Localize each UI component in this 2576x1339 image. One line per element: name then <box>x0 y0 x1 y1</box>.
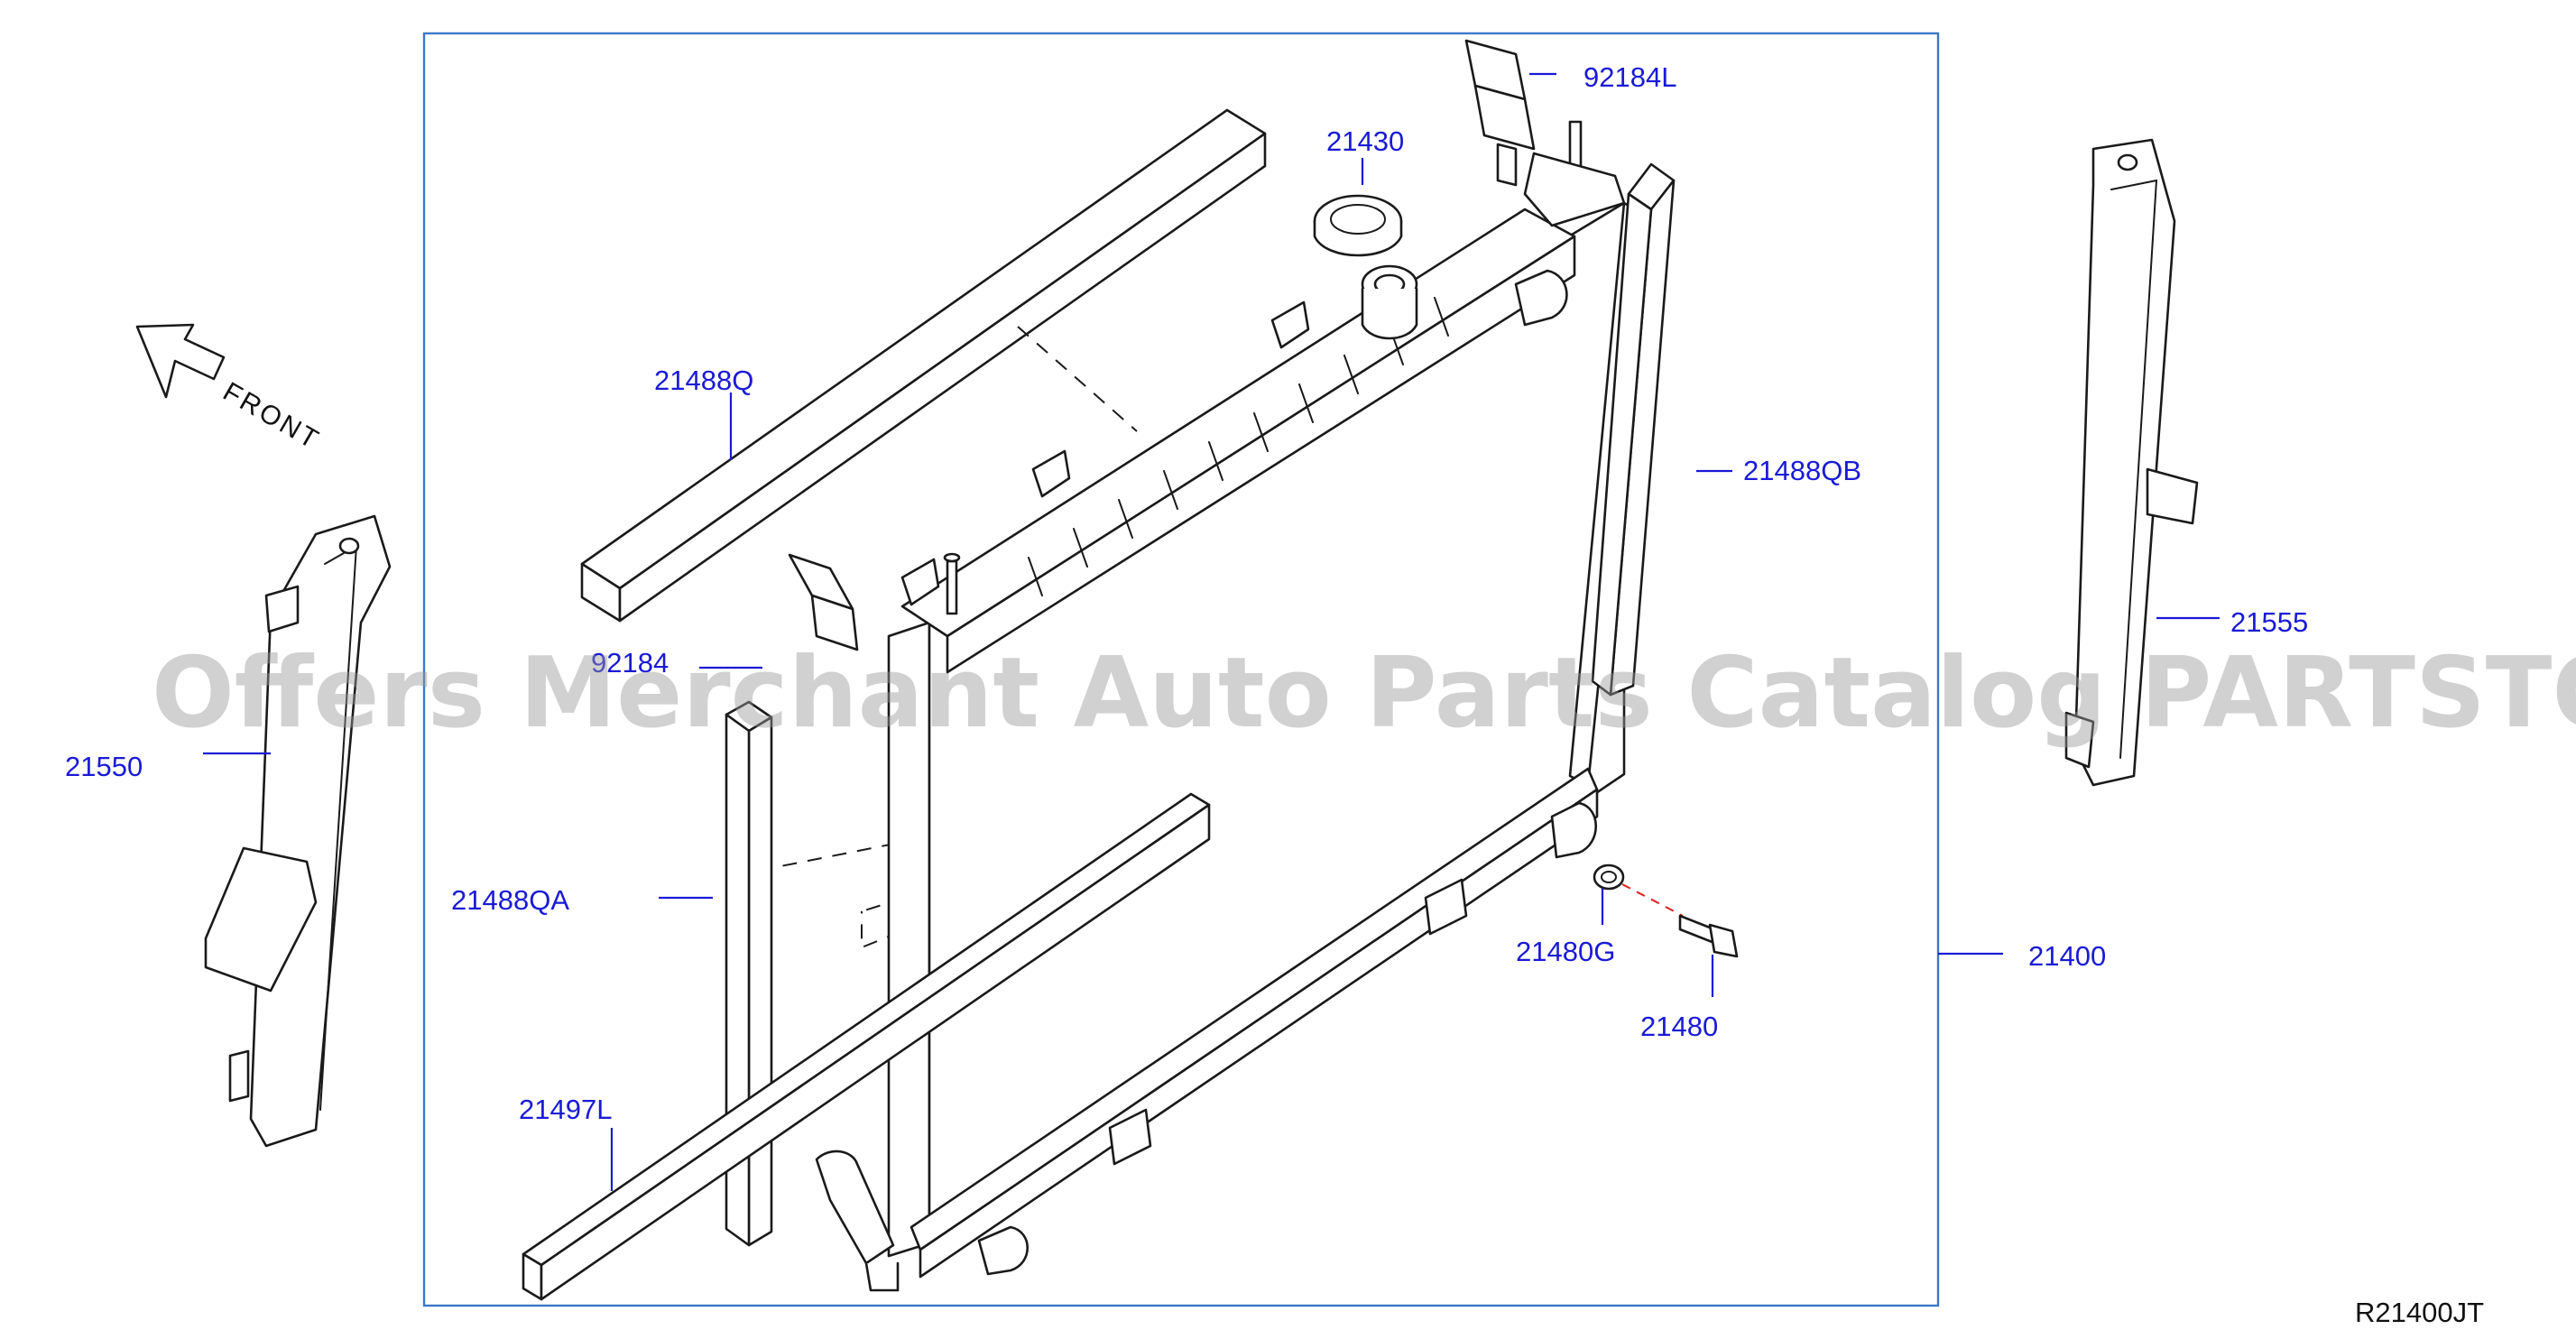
left-bracket <box>204 514 392 1148</box>
front-arrow-icon <box>135 323 226 399</box>
callout-21480: 21480 <box>1640 1011 1718 1042</box>
drain-bolt <box>1678 914 1739 958</box>
callout-21550: 21550 <box>65 751 143 782</box>
side-mount-bushing <box>788 553 859 651</box>
radiator-cap <box>1313 194 1403 257</box>
callout-21488Q: 21488Q <box>654 365 753 396</box>
callout-21400: 21400 <box>2028 940 2106 972</box>
callout-21430: 21430 <box>1326 125 1404 157</box>
upper-mount-bushing <box>1464 39 1536 187</box>
callout-21488QA: 21488QA <box>451 884 569 916</box>
callout-92184: 92184 <box>591 647 669 679</box>
callout-21488QB: 21488QB <box>1743 455 1861 486</box>
watermark-text: Offers Merchant Auto Parts Catalog PARTS… <box>152 637 2576 750</box>
reference-code: R21400JT <box>2355 1297 2484 1328</box>
bottom-seal-bar <box>522 792 1211 1301</box>
callout-21555: 21555 <box>2230 606 2308 638</box>
red-assembly-line <box>1621 883 1684 917</box>
radiator-core <box>815 120 1648 1292</box>
top-seal-bar <box>580 108 1267 623</box>
drain-gasket <box>1593 863 1625 891</box>
assembly-frame <box>422 32 1940 1307</box>
front-label: FRONT <box>218 376 326 456</box>
right-bracket <box>2064 138 2199 787</box>
dashed-guide-top <box>1017 326 1138 432</box>
callout-21497L: 21497L <box>519 1094 612 1125</box>
callout-21480G: 21480G <box>1516 936 1615 967</box>
right-seal-bar <box>1591 162 1676 697</box>
callout-92184L: 92184L <box>1583 61 1676 93</box>
